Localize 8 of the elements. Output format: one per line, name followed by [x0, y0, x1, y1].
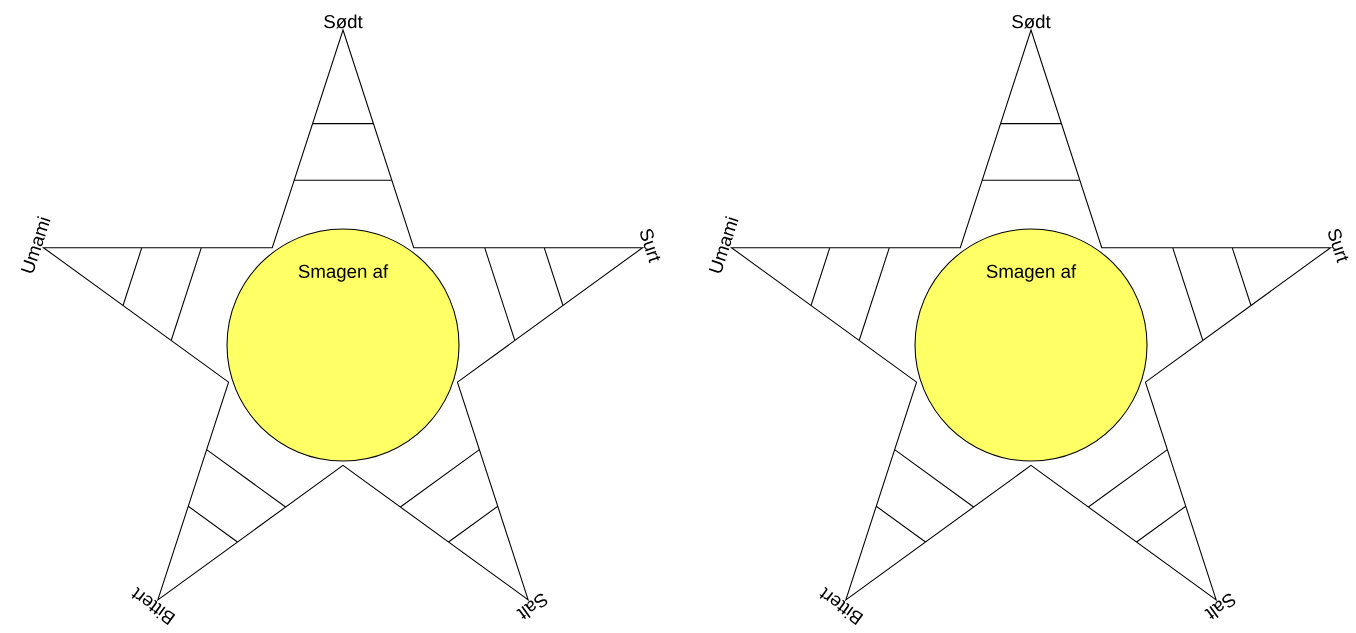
taste-label: Umami: [20, 216, 51, 273]
taste-label: Umami: [708, 216, 739, 273]
taste-label: Sødt: [324, 14, 363, 29]
taste-label: Salt: [516, 593, 548, 620]
taste-label: Salt: [1204, 593, 1236, 620]
taste-label: Surt: [640, 229, 661, 264]
taste-label: Surt: [1328, 229, 1349, 264]
taste-label: Sødt: [1012, 14, 1051, 29]
